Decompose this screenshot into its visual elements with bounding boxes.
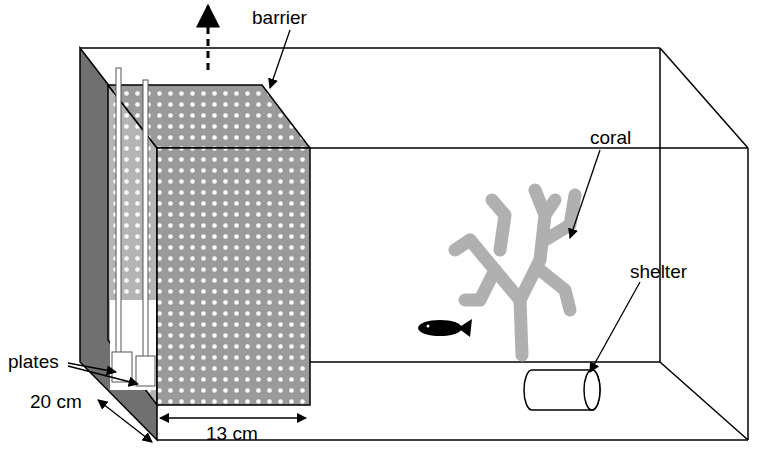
lift-arrow <box>207 6 210 70</box>
part-label: shelter <box>630 262 687 283</box>
coral <box>455 190 575 355</box>
shelter <box>524 370 600 410</box>
dimension-lines <box>98 400 306 442</box>
plates <box>112 68 155 386</box>
dimension-label: 20 cm <box>30 392 82 413</box>
leader-lines <box>68 30 640 384</box>
part-label: plates <box>8 352 59 373</box>
part-label: barrier <box>252 8 307 29</box>
part-label: coral <box>590 128 631 149</box>
fish <box>418 319 472 337</box>
tank <box>80 48 748 440</box>
barrier-box <box>108 85 310 405</box>
dimension-label: 13 cm <box>206 424 258 445</box>
